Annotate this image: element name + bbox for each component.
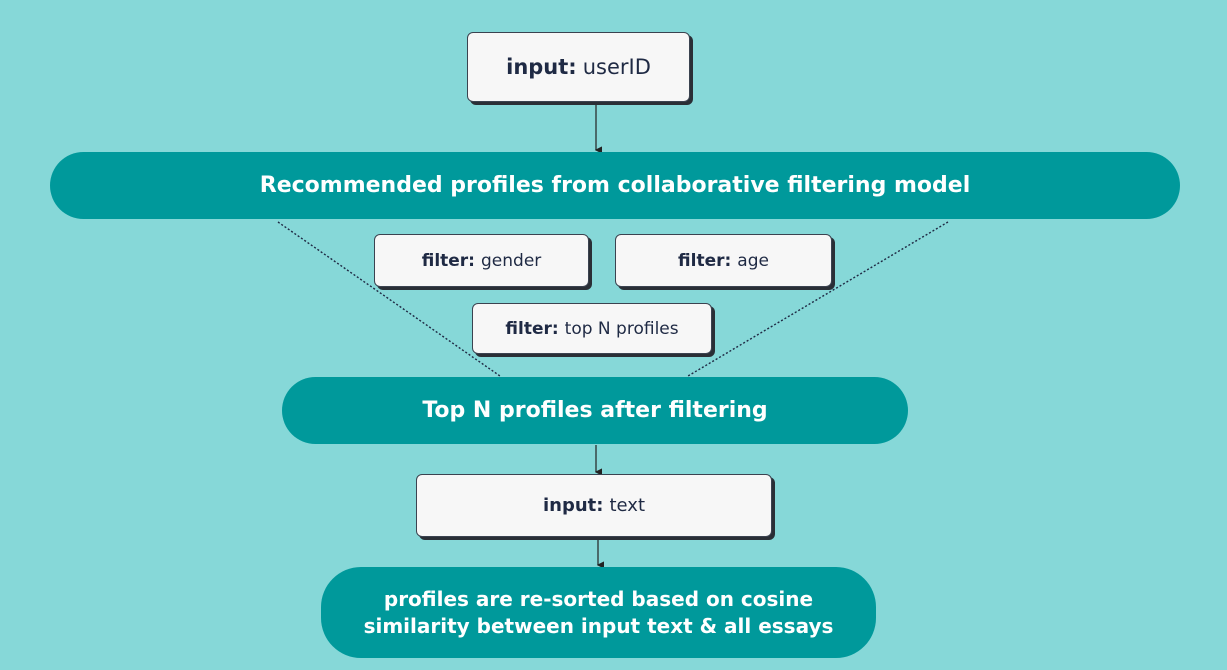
filter-age-box: filter: age <box>615 234 832 287</box>
input-text-box: input: text <box>416 474 772 537</box>
recommended-profiles-pill: Recommended profiles from collaborative … <box>50 152 1180 219</box>
top-n-after-filtering-label: Top N profiles after filtering <box>422 398 768 423</box>
filter-age-key: filter: <box>678 250 732 271</box>
input-userid-box: input: userID <box>467 32 690 102</box>
input-text-value: text <box>609 495 646 516</box>
recommended-profiles-label: Recommended profiles from collaborative … <box>259 173 971 198</box>
top-n-after-filtering-pill: Top N profiles after filtering <box>282 377 908 444</box>
filter-gender-key: filter: <box>421 250 475 271</box>
input-userid-key: input: <box>506 55 577 79</box>
filter-top-n-value: top N profiles <box>564 318 679 339</box>
filter-top-n-key: filter: <box>505 318 559 339</box>
input-text-key: input: <box>542 495 604 516</box>
filter-gender-value: gender <box>481 250 542 271</box>
filter-age-value: age <box>737 250 769 271</box>
filter-gender-box: filter: gender <box>374 234 589 287</box>
filter-top-n-box: filter: top N profiles <box>472 303 712 354</box>
input-userid-value: userID <box>582 55 651 79</box>
resorted-line-1: profiles are re-sorted based on cosine <box>383 586 814 611</box>
resorted-line-2: similarity between input text & all essa… <box>363 613 834 638</box>
resorted-profiles-pill: profiles are re-sorted based on cosine s… <box>321 567 876 658</box>
